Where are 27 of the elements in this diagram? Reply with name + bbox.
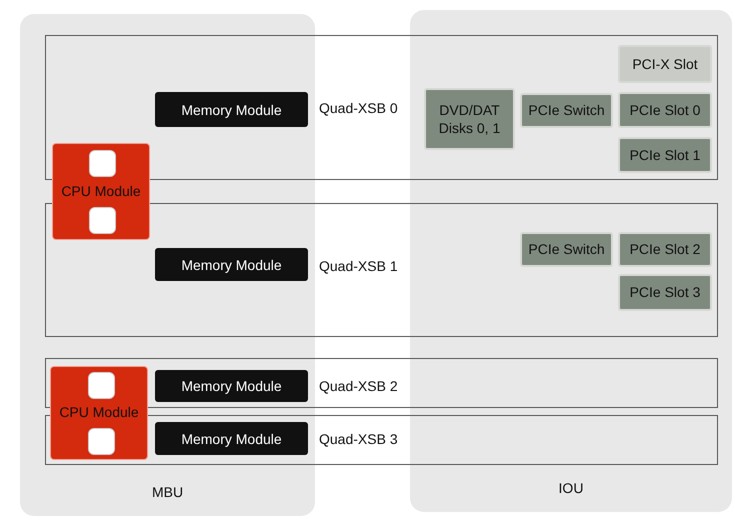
io-component: PCIe Slot 0 <box>618 92 712 128</box>
board-outline <box>45 358 718 408</box>
chip-square <box>89 207 116 234</box>
io-component: PCIe Slot 2 <box>618 232 712 267</box>
memory-module: Memory Module <box>155 92 308 127</box>
unit-label: MBU <box>150 484 184 500</box>
board-label: Quad-XSB 3 <box>319 431 398 447</box>
io-component: PCIe Switch <box>520 93 613 128</box>
chip-square <box>88 428 115 455</box>
io-component: PCIe Switch <box>520 232 613 267</box>
memory-module: Memory Module <box>155 370 308 402</box>
board-label: Quad-XSB 1 <box>319 258 398 274</box>
cpu-label: CPU Module <box>60 183 142 199</box>
unit-label: IOU <box>558 480 584 496</box>
io-component: PCIe Slot 3 <box>618 274 712 311</box>
board-outline <box>45 35 718 180</box>
chip-square <box>89 150 116 177</box>
memory-module: Memory Module <box>155 422 308 455</box>
chip-square <box>88 372 115 399</box>
io-component: PCI-X Slot <box>618 45 712 83</box>
memory-module: Memory Module <box>155 248 308 281</box>
io-component: PCIe Slot 1 <box>618 137 712 173</box>
board-outline <box>45 203 718 337</box>
io-component: DVD/DAT Disks 0, 1 <box>424 88 515 150</box>
board-label: Quad-XSB 2 <box>319 378 398 394</box>
cpu-label: CPU Module <box>58 404 140 420</box>
board-label: Quad-XSB 0 <box>319 100 398 116</box>
